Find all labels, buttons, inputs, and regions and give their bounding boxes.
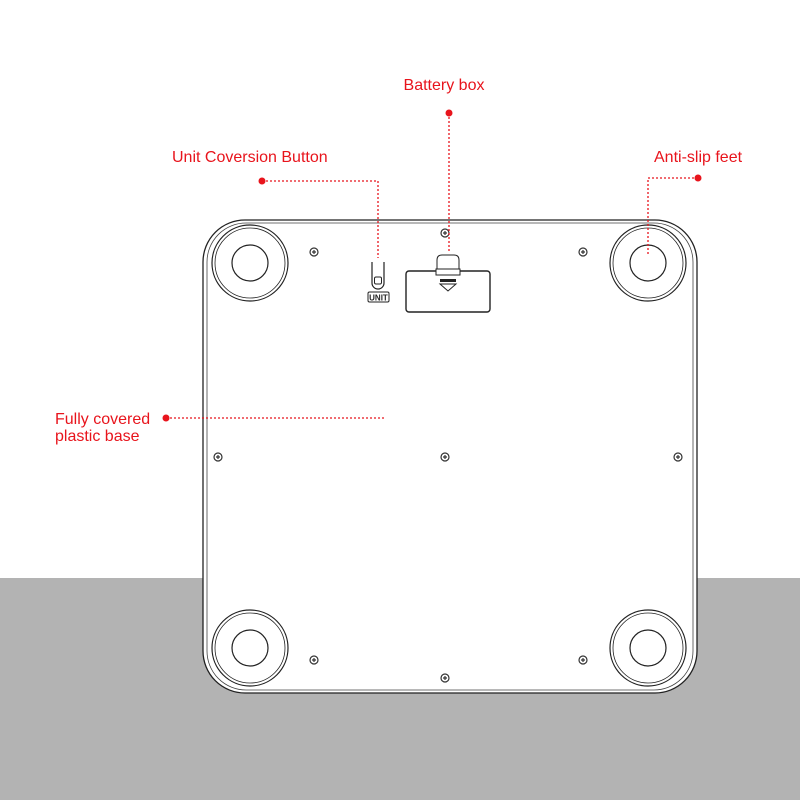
unit-button: UNIT: [367, 262, 390, 303]
screw-icon: [440, 228, 450, 238]
foot: [609, 609, 687, 687]
screw-icon: [673, 452, 683, 462]
screw-icon: [440, 673, 450, 683]
callout-lines: [166, 113, 698, 419]
unit-key-label: UNIT: [369, 294, 388, 303]
battery-box: [405, 254, 491, 313]
screw-icon: [578, 655, 588, 665]
foot: [211, 224, 289, 302]
screws: [213, 228, 683, 683]
label-battery-box: Battery box: [404, 77, 485, 94]
label-anti-slip-feet: Anti-slip feet: [654, 149, 743, 166]
label-unit-button: Unit Coversion Button: [172, 149, 328, 166]
label-base-line2: plastic base: [55, 428, 140, 445]
foot: [211, 609, 289, 687]
screw-icon: [213, 452, 223, 462]
screw-icon: [309, 247, 319, 257]
screw-icon: [578, 247, 588, 257]
label-base-line1: Fully covered: [55, 411, 150, 428]
callout-dots: [162, 109, 702, 422]
screw-icon: [309, 655, 319, 665]
screw-icon: [440, 452, 450, 462]
scale-body: [202, 219, 698, 694]
